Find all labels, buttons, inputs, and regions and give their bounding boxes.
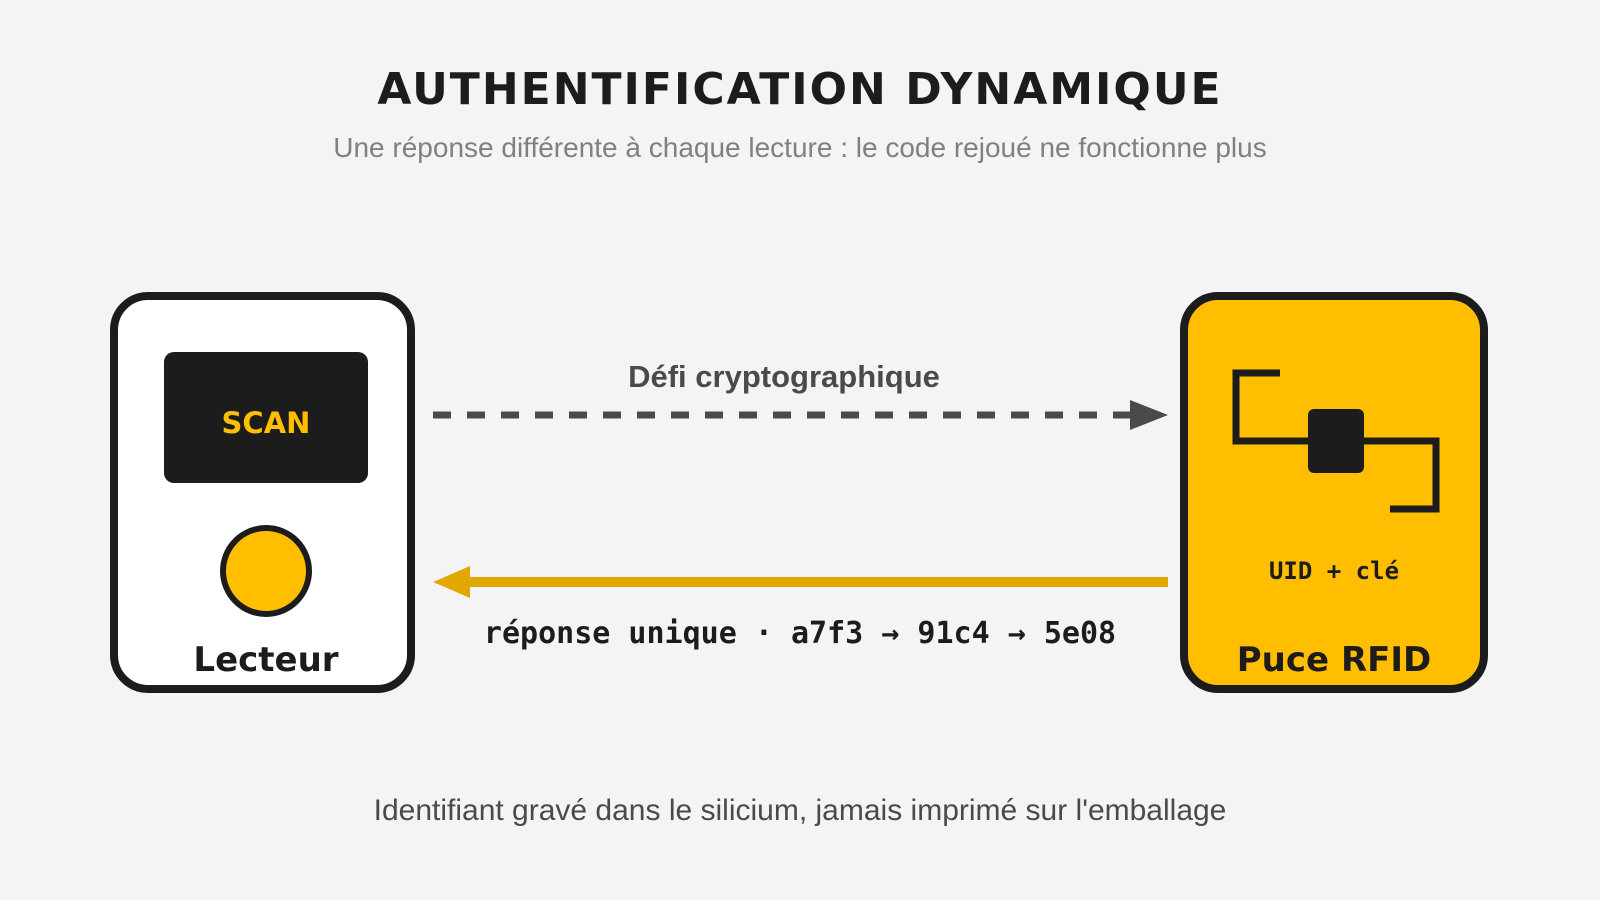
reader-device: SCAN Lecteur bbox=[110, 292, 415, 693]
challenge-label: Défi cryptographique bbox=[628, 359, 940, 394]
rfid-chip-icon bbox=[1232, 369, 1440, 513]
diagram-subtitle: Une réponse différente à chaque lecture … bbox=[333, 132, 1267, 163]
chip-label: Puce RFID bbox=[1237, 640, 1431, 680]
footer-note: Identifiant gravé dans le silicium, jama… bbox=[373, 794, 1227, 827]
reader-screen bbox=[164, 352, 368, 483]
chip-caption: UID + clé bbox=[1269, 557, 1399, 585]
circle-button-icon bbox=[220, 525, 312, 617]
chip-body bbox=[1180, 292, 1488, 693]
reader-screen-text: SCAN bbox=[222, 406, 311, 440]
rfid-chip: UID + clé Puce RFID bbox=[1180, 292, 1488, 693]
response-label: réponse unique · a7f3 → 91c4 → 5e08 bbox=[484, 616, 1116, 651]
diagram-title: AUTHENTIFICATION DYNAMIQUE bbox=[377, 64, 1223, 115]
challenge-arrow bbox=[433, 400, 1168, 430]
arrowhead-right-icon bbox=[1130, 400, 1168, 430]
reader-label: Lecteur bbox=[193, 640, 338, 680]
response-arrow bbox=[433, 566, 1168, 598]
arrowhead-left-icon bbox=[433, 566, 470, 598]
